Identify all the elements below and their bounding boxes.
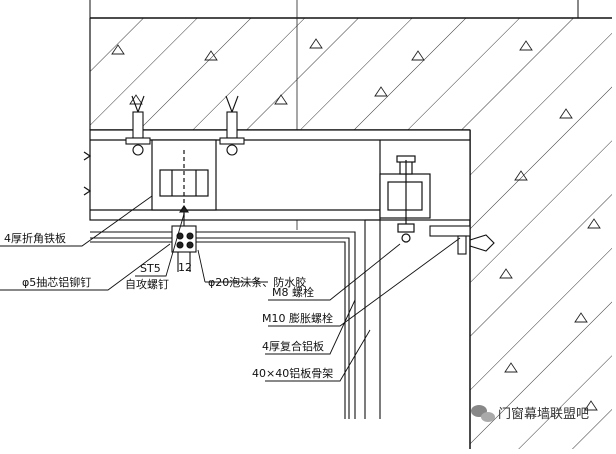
label-composite-panel: 4厚复合铝板 xyxy=(262,339,324,353)
label-gap-dimension: 12 xyxy=(178,261,192,274)
label-foam-sealant: φ20泡沫条、防水胶 xyxy=(208,275,306,289)
label-screw-name: 自攻螺钉 xyxy=(125,277,169,291)
expansion-anchor-right xyxy=(219,95,245,156)
corner-bracket xyxy=(379,155,431,243)
watermark: 门窗幕墙联盟吧 xyxy=(471,405,589,422)
joint-detail xyxy=(171,205,197,272)
label-iron-plate: 4厚折角铁板 xyxy=(4,231,66,245)
label-blind-rivet: φ5抽芯铝铆钉 xyxy=(22,275,91,289)
expansion-anchor-left xyxy=(125,95,151,156)
aluminum-channel xyxy=(151,139,217,220)
wall-expansion-anchor xyxy=(429,225,495,255)
label-m8-bolt: M8 螺栓 xyxy=(272,285,314,299)
label-screw-code: ST5 xyxy=(140,262,161,275)
wechat-icon xyxy=(471,405,495,422)
leader-lines xyxy=(0,195,461,382)
composite-aluminum-panel xyxy=(90,219,381,419)
label-aluminum-frame: 40×40铝板骨架 xyxy=(252,366,333,380)
watermark-text: 门窗幕墙联盟吧 xyxy=(498,406,589,422)
label-m10-expansion-bolt: M10 膨胀螺栓 xyxy=(262,311,333,325)
concrete-wall xyxy=(89,0,612,449)
